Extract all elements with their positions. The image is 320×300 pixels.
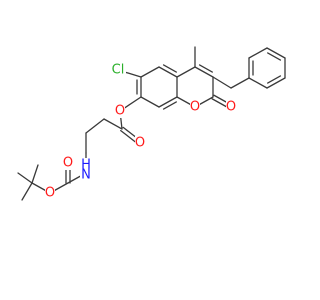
atom-label-background xyxy=(110,63,126,77)
single-bond xyxy=(248,47,268,59)
double-bond xyxy=(194,66,214,78)
atom-label-background xyxy=(80,158,92,180)
atom-label-o-carbamate: O xyxy=(45,186,55,201)
single-bond xyxy=(31,164,39,184)
atom-label-o-carbamate-carbonyl: O xyxy=(63,156,73,171)
atom-label-o-lactone: O xyxy=(226,100,236,115)
atom-label-n: H xyxy=(81,158,91,173)
single-bond xyxy=(248,77,268,89)
atom-label-o-carbonyl-ester: O xyxy=(135,136,145,151)
atom-label-background xyxy=(135,136,145,150)
atom-label-background xyxy=(115,104,125,118)
single-bond xyxy=(212,76,232,89)
atom-label-cl: Cl xyxy=(112,63,125,78)
single-bond xyxy=(230,77,250,89)
atom-label-background xyxy=(45,186,55,200)
atom-label-background xyxy=(63,156,73,170)
single-bond xyxy=(103,118,123,130)
atom-label-n-symbol: N xyxy=(81,168,91,183)
single-bond xyxy=(17,172,33,184)
double-bond xyxy=(158,66,178,78)
atom-label-background xyxy=(226,100,236,114)
single-bond xyxy=(85,118,105,134)
double-bond-inner xyxy=(267,52,282,61)
double-bond xyxy=(158,96,178,108)
double-bond-inner xyxy=(162,64,177,73)
atom-label-o-ester: O xyxy=(115,104,125,119)
double-bond-inner xyxy=(198,64,213,73)
atom-label-background xyxy=(190,100,200,114)
double-bond xyxy=(266,47,286,59)
atom-label-o-ring: O xyxy=(190,100,200,115)
single-bond xyxy=(140,96,160,108)
double-bond xyxy=(266,77,286,89)
single-bond xyxy=(140,66,160,78)
double-bond-inner xyxy=(162,101,177,110)
single-bond xyxy=(21,182,33,201)
double-bond-inner xyxy=(267,75,282,84)
single-bond xyxy=(176,66,196,78)
bond-layer xyxy=(17,46,286,201)
